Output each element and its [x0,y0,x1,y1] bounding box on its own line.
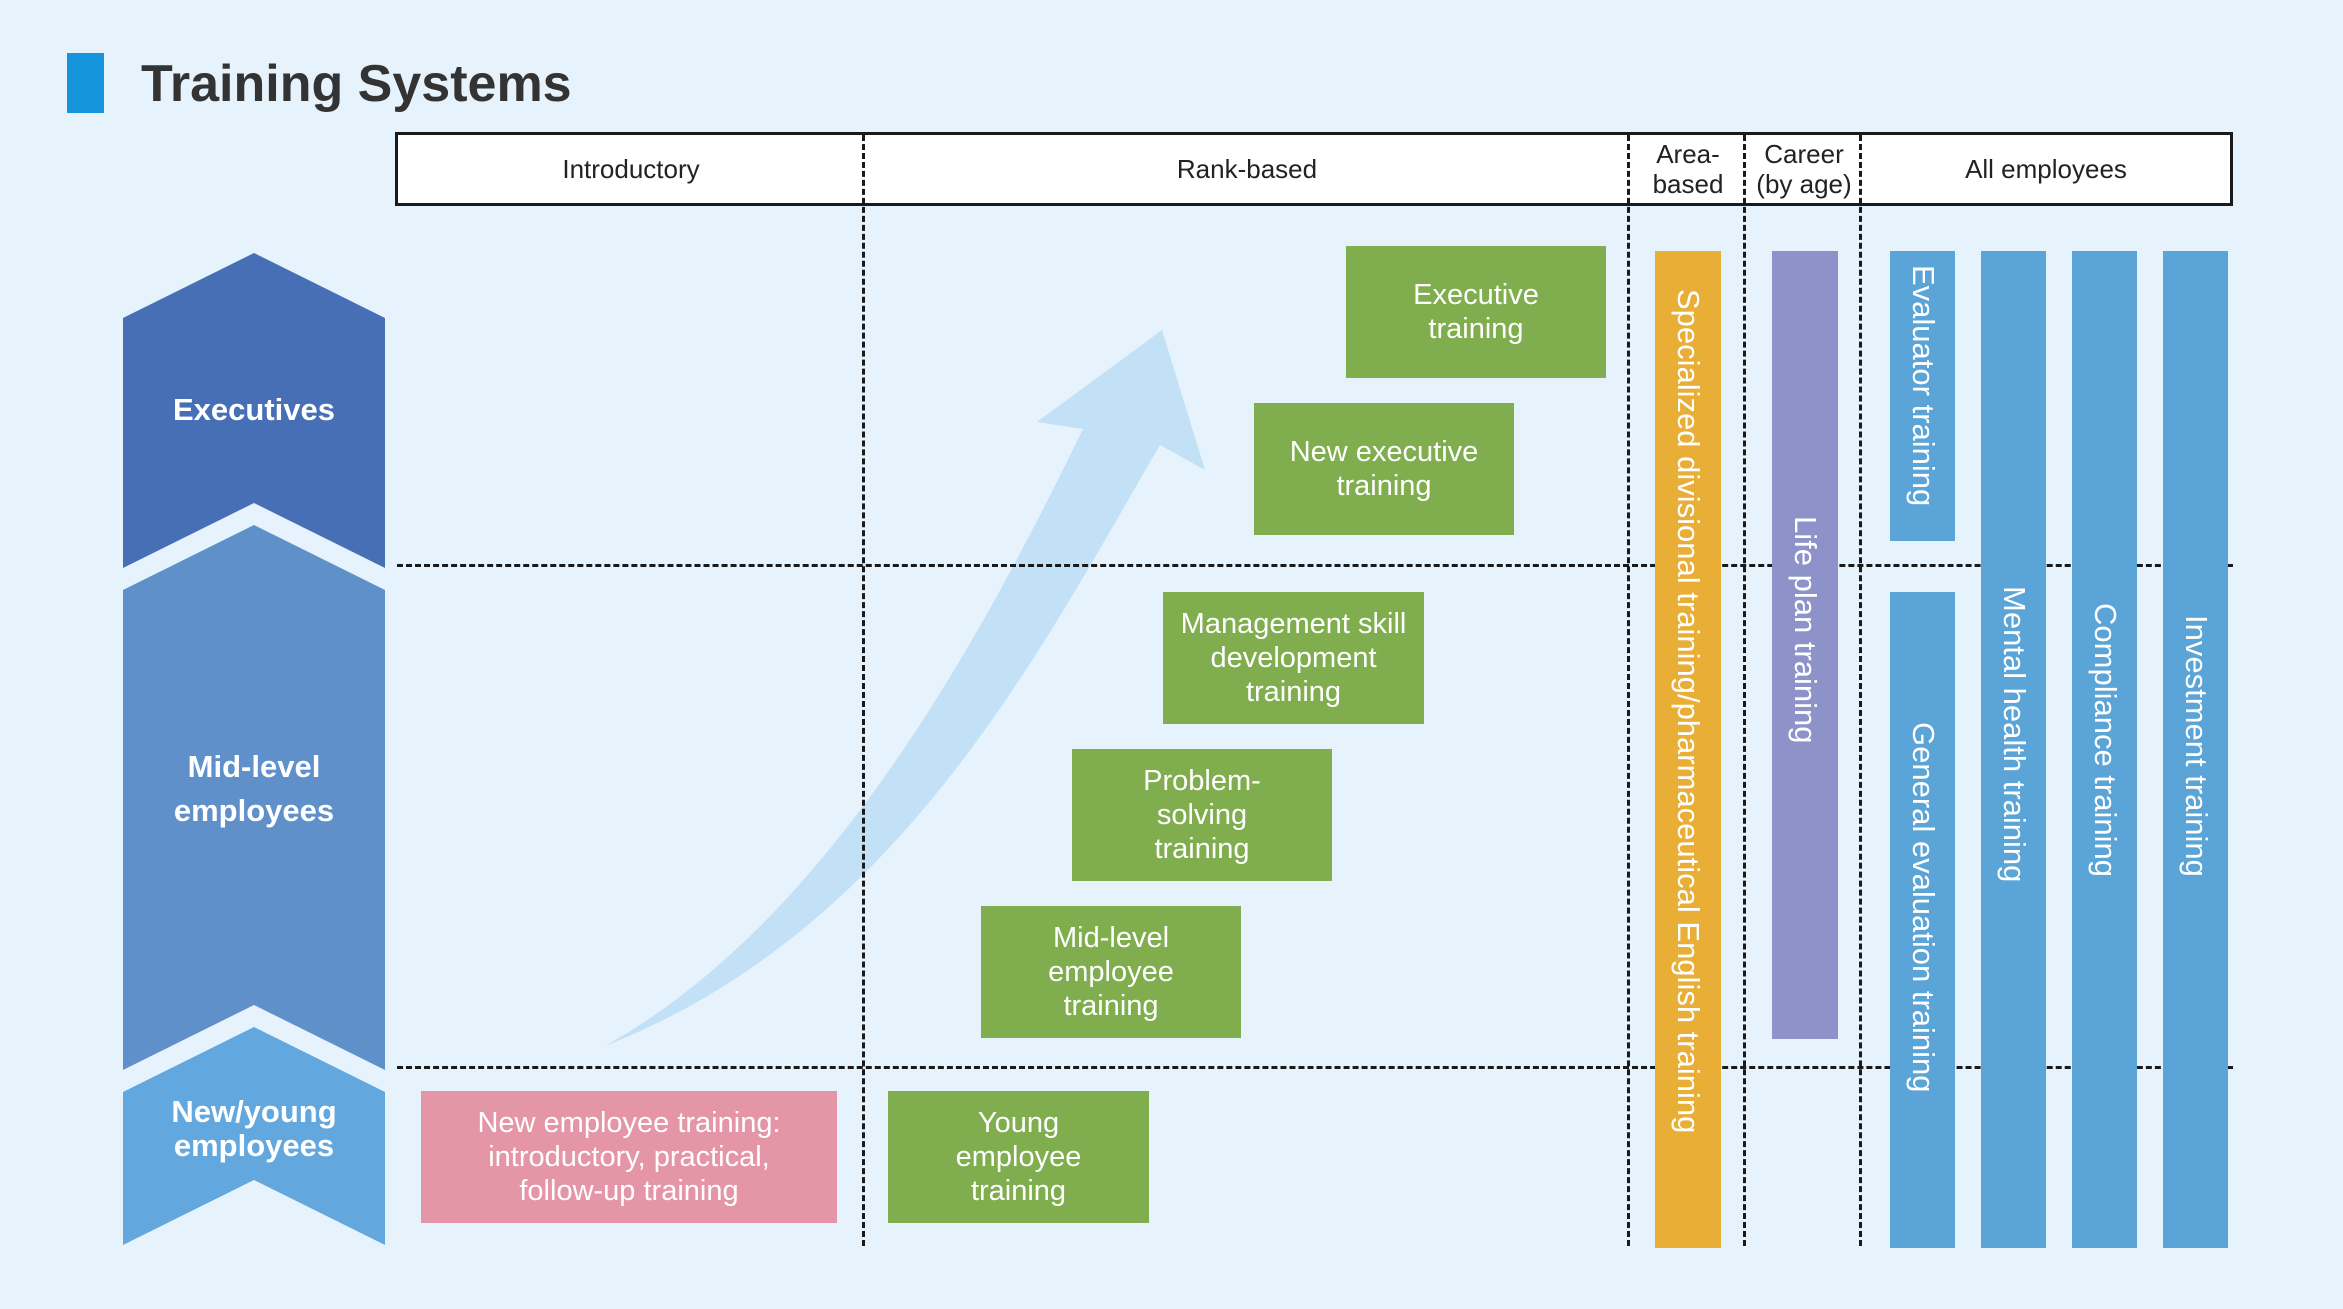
life-plan-training-label: Life plan training [1788,516,1823,744]
divider-executives-mid [397,564,2233,567]
mid-level-employee-training: Mid-level employee training [981,906,1241,1038]
management-skill-training: Management skill development training [1163,592,1424,724]
problem-solving-training: Problem- solving training [1072,749,1332,881]
investment-training-label: Investment training [2178,615,2214,877]
divider-rank-area [1627,135,1630,1246]
level-mid-level-label: Mid-level employees [173,749,335,828]
young-employee-training: Young employee training [888,1091,1149,1223]
evaluator-training-bar: Evaluator training [1890,251,1955,541]
header-all-employees: All employees [1965,154,2127,184]
level-executives: Executives [123,253,385,568]
specialized-training-bar: Specialized divisional training/pharmace… [1655,251,1721,1248]
general-evaluation-training-label: General evaluation training [1905,722,1941,1093]
divider-area-career [1743,135,1746,1246]
divider-mid-new [397,1066,2233,1069]
investment-training-bar: Investment training [2163,251,2228,1248]
new-employee-training: New employee training: introductory, pra… [421,1091,837,1223]
divider-career-all [1859,135,1862,1246]
compliance-training-bar: Compliance training [2072,251,2137,1248]
divider-introductory-rank [862,135,865,1246]
level-new-young: New/young employees [123,1027,385,1245]
general-evaluation-training-bar: General evaluation training [1890,592,1955,1248]
specialized-training-label: Specialized divisional training/pharmace… [1671,289,1706,1134]
header-area-based: Area- based [1652,139,1724,199]
level-executives-label: Executives [173,392,335,427]
compliance-training-label: Compliance training [2087,603,2123,877]
level-new-young-label: New/young employees [171,1094,337,1163]
header-rank-based: Rank-based [1176,154,1318,184]
mental-health-training-bar: Mental health training [1981,251,2046,1248]
new-executive-training: New executive training [1254,403,1514,535]
header-introductory: Introductory [562,154,700,184]
header-career: Career (by age) [1756,139,1852,199]
evaluator-training-label: Evaluator training [1905,265,1941,507]
life-plan-training-bar: Life plan training [1772,251,1838,1039]
mental-health-training-label: Mental health training [1996,586,2032,883]
category-header: Introductory Rank-based Area- based Care… [395,132,2233,206]
executive-training: Executive training [1346,246,1606,378]
page-title: Training Systems [141,55,572,113]
title-accent-bar [67,53,104,113]
level-mid-level: Mid-level employees [123,525,385,1070]
